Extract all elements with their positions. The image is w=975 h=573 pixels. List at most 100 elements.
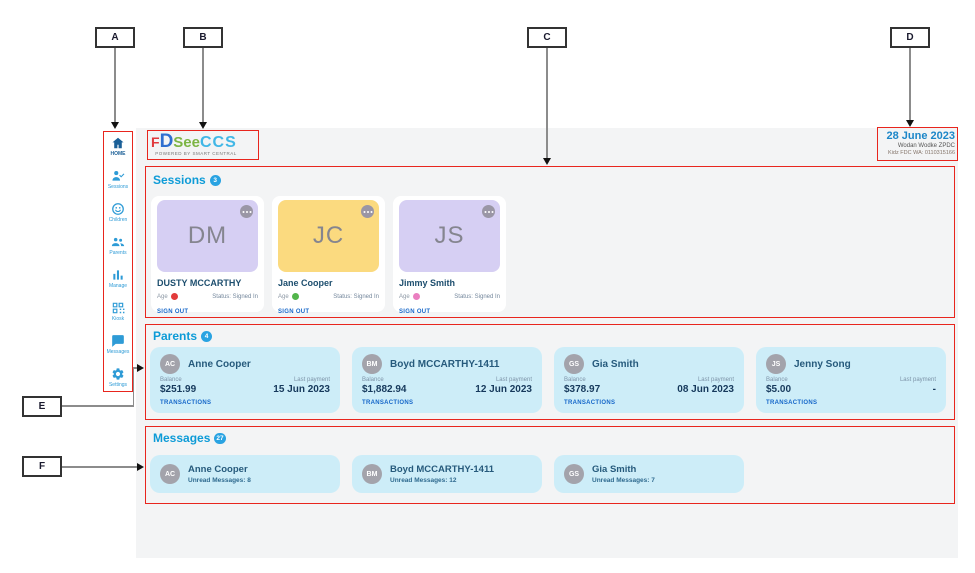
sidebar-item-home[interactable]: HOME [100,130,136,163]
last-payment-label: Last payment [697,377,734,383]
message-sender-name: Anne Cooper [188,464,248,475]
annotation-arrowhead-e [137,364,144,372]
parent-name: Gia Smith [592,358,639,370]
home-icon [111,136,125,150]
sidebar-item-manage[interactable]: Manage [100,262,136,295]
annotation-label-c: C [527,27,567,48]
age-group-icon [170,293,178,300]
child-avatar: DM [157,200,258,272]
annotation-arrowhead-c [543,158,551,165]
parent-card[interactable]: JS Jenny Song Balance$5.00 Last payment-… [756,347,946,413]
unread-count: Unread Messages: 12 [390,477,457,484]
sidebar-item-label: Manage [108,283,128,289]
session-card[interactable]: JC Jane Cooper Age Status: Signed In SIG… [272,196,385,315]
parents-count-badge: 4 [201,330,213,342]
session-status: Status: Signed In [454,293,500,300]
messages-card-row: AC Anne Cooper Unread Messages: 8 BM Boy… [150,455,744,493]
parent-card[interactable]: GS Gia Smith Balance$378.97 Last payment… [554,347,744,413]
annotation-line-f [62,466,137,468]
balance-value: $5.00 [766,384,792,395]
sidebar-item-label: Children [108,217,128,223]
sidebar-item-label: Settings [108,382,128,388]
balance-value: $251.99 [160,384,197,395]
sidebar-item-parents[interactable]: Parents [100,229,136,262]
more-options-icon[interactable] [240,205,253,218]
transactions-link[interactable]: TRANSACTIONS [766,400,818,406]
session-card[interactable]: JS Jimmy Smith Age Status: Signed In SIG… [393,196,506,315]
child-initials: JC [312,222,345,249]
last-payment-value: 12 Jun 2023 [475,384,532,395]
parent-card[interactable]: BM Boyd MCCARTHY-1411 Balance$1,882.94 L… [352,347,542,413]
message-card[interactable]: BM Boyd MCCARTHY-1411 Unread Messages: 1… [352,455,542,493]
last-payment-value: 08 Jun 2023 [677,384,734,395]
date-block: 28 June 2023 Wodan Wodke ZPDC Kidz FDC W… [860,130,956,156]
more-options-icon[interactable] [482,205,495,218]
annotation-label-f: F [22,456,62,477]
session-status: Status: Signed In [333,293,379,300]
child-avatar: JS [399,200,500,272]
more-options-icon[interactable] [361,205,374,218]
sign-out-link[interactable]: SIGN OUT [399,309,431,315]
child-initials: JS [434,222,465,249]
last-payment-value: 15 Jun 2023 [273,384,330,395]
child-name: DUSTY MCCARTHY [157,278,242,288]
children-icon [111,202,125,216]
parent-initials: BM [366,360,378,368]
sidebar-item-settings[interactable]: Settings [100,361,136,394]
sessions-title: Sessions 3 [153,173,221,187]
sidebar-item-children[interactable]: Children [100,196,136,229]
annotation-label-e: E [22,396,62,417]
annotation-arrowhead-f [137,463,144,471]
annotation-line-e [132,368,134,406]
parent-avatar: AC [160,354,180,374]
annotation-arrowhead-d [906,120,914,127]
sidebar: HOME Sessions Children Parents Manage Ki [100,130,136,394]
sidebar-item-sessions[interactable]: Sessions [100,163,136,196]
transactions-link[interactable]: TRANSACTIONS [160,400,212,406]
parent-name: Jenny Song [794,358,851,370]
annotation-letter: B [199,32,207,43]
message-card[interactable]: AC Anne Cooper Unread Messages: 8 [150,455,340,493]
parent-card[interactable]: AC Anne Cooper Balance$251.99 Last payme… [150,347,340,413]
session-card[interactable]: DM DUSTY MCCARTHY Age Status: Signed In … [151,196,264,315]
annotation-arrowhead-a [111,122,119,129]
annotation-label-d: D [890,27,930,48]
child-avatar: JC [278,200,379,272]
app-logo: FDSeeCCS POWERED BY SMART CENTRAL [151,132,237,157]
sidebar-item-kiosk[interactable]: Kiosk [100,295,136,328]
balance-label: Balance [766,377,788,383]
sessions-count-badge: 3 [209,174,221,186]
sign-out-link[interactable]: SIGN OUT [278,309,310,315]
last-payment-value: - [932,384,936,395]
age-group-icon [412,293,420,300]
annotation-label-a: A [95,27,135,48]
parent-initials: GS [568,470,580,478]
age-group-icon [291,293,299,300]
org-id: Kidz FDC WA: 0110315166 [888,150,955,156]
parent-avatar: BM [362,464,382,484]
messages-icon [111,334,125,348]
annotation-letter: E [38,401,46,412]
annotation-letter: D [906,32,914,43]
annotation-label-b: B [183,27,223,48]
age-label: Age [399,293,410,300]
message-card[interactable]: GS Gia Smith Unread Messages: 7 [554,455,744,493]
parent-initials: AC [164,470,176,478]
sidebar-item-label: Sessions [107,184,129,190]
logo-ccs: CCS [200,134,237,151]
transactions-link[interactable]: TRANSACTIONS [564,400,616,406]
logo-see: See [173,134,200,151]
transactions-link[interactable]: TRANSACTIONS [362,400,414,406]
balance-label: Balance [564,377,586,383]
sidebar-item-label: Messages [106,349,130,355]
sign-out-link[interactable]: SIGN OUT [157,309,189,315]
parent-initials: GS [568,360,580,368]
unread-count: Unread Messages: 7 [592,477,655,484]
parent-avatar: GS [564,464,584,484]
sidebar-item-messages[interactable]: Messages [100,328,136,361]
parent-initials: AC [164,360,176,368]
message-sender-name: Gia Smith [592,464,637,475]
annotation-letter: A [111,32,119,43]
logo-letter-d: D [159,131,174,152]
